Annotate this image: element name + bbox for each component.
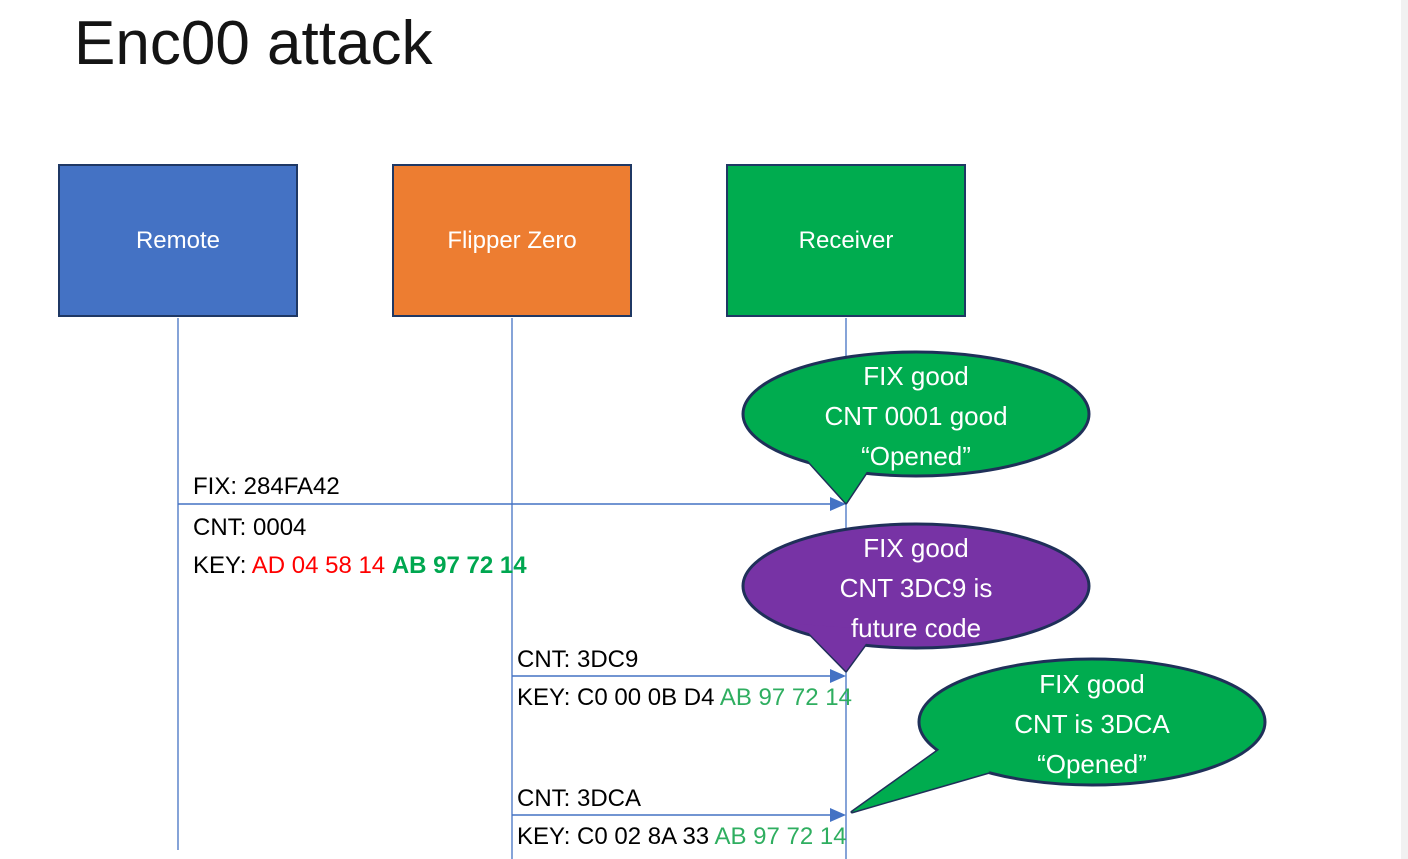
arrowhead-3: [830, 808, 846, 822]
callout-2-text: FIX good CNT 3DC9 is future code: [744, 528, 1088, 648]
message-1-fix-text: FIX: 284FA42: [193, 473, 340, 500]
message-2-cnt-text: CNT: 3DC9: [517, 646, 639, 673]
message-1-cnt-text: CNT: 0004: [193, 514, 307, 541]
slide-title: Enc00 attack: [74, 9, 433, 78]
callout-3-shape: [850, 657, 1267, 814]
callout-2-line-2: CNT 3DC9 is: [839, 573, 993, 603]
message-3-key-label: KEY:: [517, 823, 578, 850]
callout-2-tail-cover: [800, 624, 876, 671]
callout-3-text: FIX good CNT is 3DCA “Opened”: [920, 664, 1264, 784]
message-3-cnt-line: CNT: 3DCA: [517, 784, 641, 814]
callout-1-line-1: FIX good: [863, 361, 969, 391]
callout-2-line-1: FIX good: [863, 533, 969, 563]
message-3-key-line: KEY: C0 02 8A 33 AB 97 72 14: [517, 822, 847, 852]
callout-1-line-2: CNT 0001 good: [824, 401, 1008, 431]
message-2-key-green-bytes: AB 97 72 14: [719, 684, 852, 711]
callout-1-text: FIX good CNT 0001 good “Opened”: [744, 356, 1088, 476]
callout-3-line-2: CNT is 3DCA: [1014, 709, 1170, 739]
actor-box-flipper-zero: Flipper Zero: [392, 164, 632, 317]
message-1-key-label: KEY:: [193, 552, 252, 579]
callout-1-tail-cover: [800, 452, 876, 503]
message-2-key-black-bytes: C0 00 0B D4: [577, 684, 720, 711]
arrowhead-1: [830, 497, 846, 511]
message-3-key-green-bytes: AB 97 72 14: [714, 823, 847, 850]
slide-edge: [1401, 0, 1408, 859]
actor-label-receiver: Receiver: [798, 226, 894, 254]
callout-2-ellipse: [741, 522, 1091, 650]
message-2-key-label: KEY:: [517, 684, 578, 711]
callout-1-shape: [741, 350, 1091, 505]
callout-3-tail-cover: [852, 742, 990, 812]
message-1-key-red-bytes: AD 04 58 14: [251, 552, 392, 579]
message-1-key-line: KEY: AD 04 58 14 AB 97 72 14: [193, 551, 527, 581]
actor-label-remote: Remote: [135, 226, 221, 254]
actor-box-remote: Remote: [58, 164, 298, 317]
callout-2-line-3: future code: [850, 613, 982, 643]
arrowhead-2: [830, 669, 846, 683]
callout-3-ellipse: [917, 657, 1267, 787]
callout-1-ellipse: [741, 350, 1091, 478]
message-1-cnt-line: CNT: 0004: [193, 513, 306, 543]
message-3-key-black-bytes: C0 02 8A 33: [577, 823, 715, 850]
message-3-cnt-text: CNT: 3DCA: [517, 785, 642, 812]
message-2-key-line: KEY: C0 00 0B D4 AB 97 72 14: [517, 683, 852, 713]
message-1-fix-line: FIX: 284FA42: [193, 472, 340, 502]
actor-label-flipper-zero: Flipper Zero: [447, 226, 577, 254]
actor-box-receiver: Receiver: [726, 164, 966, 317]
callout-2-shape: [741, 522, 1091, 673]
message-1-key-green-bytes: AB 97 72 14: [391, 552, 527, 579]
message-2-cnt-line: CNT: 3DC9: [517, 645, 638, 675]
callout-3-line-1: FIX good: [1039, 669, 1145, 699]
callout-3-line-3: “Opened”: [1037, 749, 1147, 779]
callout-1-line-3: “Opened”: [861, 441, 971, 471]
